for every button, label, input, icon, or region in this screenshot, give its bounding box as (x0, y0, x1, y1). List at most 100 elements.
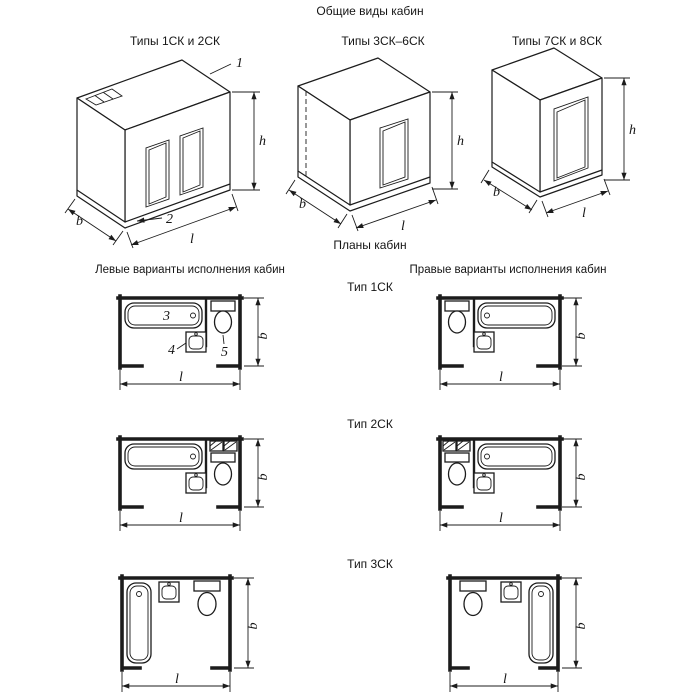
dim-b-extensions (64, 198, 124, 246)
dim-label-b: b (256, 474, 271, 481)
cabin-left-face (491, 69, 541, 193)
dim-b-line (483, 179, 533, 211)
dim-l-line (355, 199, 437, 229)
cabin-left-face (76, 97, 126, 223)
column-header-left: Левые варианты исполнения кабин (95, 264, 285, 276)
dim-l-extensions (126, 193, 239, 249)
door-opening-2 (179, 127, 204, 196)
dim-label-h: h (457, 134, 464, 149)
dim-b-extensions (285, 179, 348, 229)
dim-b-line (288, 189, 342, 225)
callout-1-leader (209, 63, 232, 75)
dim-b-extensions (562, 577, 582, 669)
washbasin-tap (167, 582, 171, 586)
bathtub-inner (127, 305, 200, 326)
toilet-bowl (447, 462, 467, 486)
toilet-bowl (213, 310, 233, 334)
dim-label-l: l (499, 370, 503, 385)
bathtub (124, 443, 203, 470)
washbasin-bowl (503, 585, 519, 600)
dim-l-line (130, 206, 237, 246)
plan-1sk-right: b l (436, 294, 589, 390)
toilet-tank (210, 452, 236, 463)
dim-b-extensions (234, 577, 254, 669)
dim-l-extensions (119, 370, 241, 390)
toilet-tank (193, 580, 221, 592)
toilet-bowl (447, 310, 467, 334)
dim-label-b: b (246, 623, 261, 630)
dim-b-extensions (480, 169, 538, 214)
door-frame (556, 99, 586, 179)
toilet-tank (444, 452, 470, 463)
iso-view-1: 1 2 h b l (64, 56, 266, 249)
walls (118, 574, 234, 672)
bathtub-inner (531, 585, 551, 661)
callout-5: 5 (221, 345, 228, 360)
toilet-bowl (197, 591, 217, 617)
vent-block-dividers (94, 92, 114, 103)
washbasin (185, 331, 207, 353)
washbasin-bowl (476, 476, 492, 491)
dim-label-l: l (190, 232, 194, 247)
dim-l-extensions (439, 511, 561, 531)
row-label-type3: Тип 3СК (347, 557, 393, 571)
door-frame-2 (182, 130, 201, 193)
washbasin-tap (482, 473, 486, 477)
dim-label-l: l (499, 511, 503, 526)
toilet-tank (459, 580, 487, 592)
walls (116, 294, 244, 370)
plans-title: Планы кабин (333, 238, 406, 252)
vent-shaft-2-hatch (223, 440, 237, 451)
walls (436, 294, 564, 370)
callout-5-leader (222, 334, 225, 345)
washbasin-bowl (188, 335, 204, 350)
bathtub-drain (190, 312, 196, 319)
dim-l-extensions (121, 672, 231, 692)
bathtub (124, 302, 203, 329)
dim-label-b: b (299, 197, 306, 212)
dim-l-extensions (351, 186, 439, 232)
washbasin-tap (509, 582, 513, 586)
dim-l-extensions (119, 511, 241, 531)
dim-b-extensions (244, 297, 264, 367)
callout-3: 3 (162, 309, 170, 324)
bathtub-drain (538, 591, 544, 597)
row-label-type1: Тип 1СК (347, 280, 393, 294)
washbasin-bowl (188, 476, 204, 491)
bathtub (477, 302, 556, 329)
cabin-left-face (297, 85, 351, 206)
door-frame-1 (148, 142, 167, 205)
dim-label-b: b (76, 214, 83, 229)
dim-b-extensions (244, 438, 264, 508)
bathtub (477, 443, 556, 470)
bathtub-inner (127, 446, 200, 467)
bathtub-inner (480, 446, 553, 467)
dim-label-l: l (582, 206, 586, 221)
bathtub-drain (190, 453, 196, 460)
washbasin-tap (194, 473, 198, 477)
bathtub-inner (129, 585, 149, 661)
bathtub-drain (136, 591, 142, 597)
walls (436, 435, 564, 511)
dim-h-extensions (232, 91, 260, 191)
toilet-bowl (463, 591, 483, 617)
dim-l-extensions (541, 178, 611, 218)
walls (446, 574, 562, 672)
washbasin-bowl (476, 335, 492, 350)
toilet-tank (444, 300, 470, 312)
dim-label-b: b (256, 333, 271, 340)
dim-l-extensions (439, 370, 561, 390)
bathtub-inner (480, 305, 553, 326)
iso-view-2: h b l (285, 57, 464, 234)
cabin-base (491, 161, 603, 198)
dim-label-b: b (574, 474, 589, 481)
dim-h-extensions (604, 77, 630, 181)
dim-label-b: b (493, 185, 500, 200)
washbasin (473, 472, 495, 494)
dim-label-l: l (401, 219, 405, 234)
toilet-bowl (213, 462, 233, 486)
dim-label-l: l (503, 672, 507, 687)
dim-b-extensions (562, 438, 582, 508)
